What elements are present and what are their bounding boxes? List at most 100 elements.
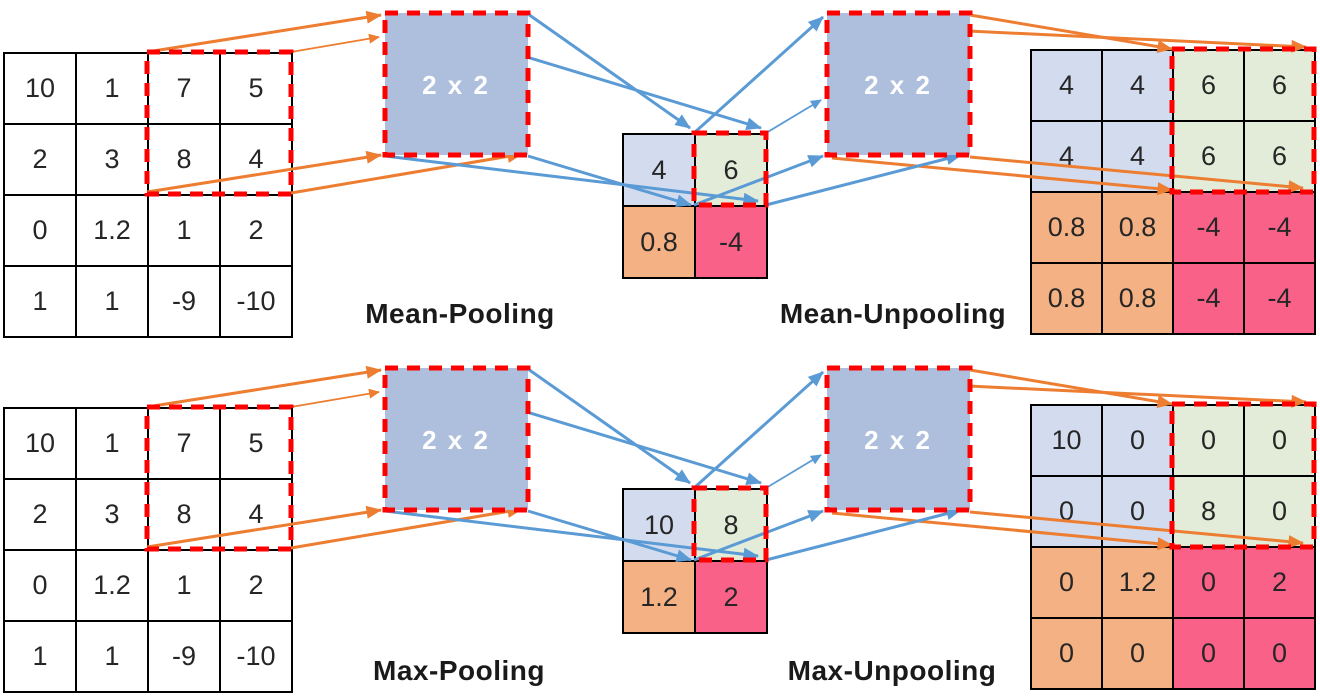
- matrix-cell: 8: [695, 489, 767, 561]
- matrix-cell: 0: [1102, 618, 1173, 689]
- matrix-cell: 6: [1244, 50, 1315, 121]
- matrix-cell: 0: [1173, 405, 1244, 476]
- matrix-cell: 8: [148, 479, 220, 550]
- matrix-cell: 1: [76, 408, 148, 479]
- pooling-arrow-orange-mean: [969, 13, 1173, 54]
- matrix-cell: 0: [1102, 476, 1173, 547]
- label-mean-unpooling: Mean-Unpooling: [779, 298, 1007, 329]
- matrix-cell: 1.2: [76, 195, 148, 266]
- matrix-cell: 8: [1173, 476, 1244, 547]
- matrix-cell: 1: [148, 195, 220, 266]
- pooling-arrow-orange-max: [967, 384, 1307, 408]
- matrix-cell: -4: [1244, 263, 1315, 334]
- matrix-cell: 6: [695, 134, 767, 206]
- matrix-cell: -4: [1173, 192, 1244, 263]
- matrix-cell: 1: [76, 266, 148, 337]
- matrix-cell: 0: [1173, 547, 1244, 618]
- pooling-arrow-blue-max: [765, 507, 962, 562]
- pooling-arrow-blue-max: [765, 454, 822, 489]
- matrix-cell: 0.8: [623, 206, 695, 278]
- matrix-cell: 1: [76, 53, 148, 124]
- matrix-cell: 1: [148, 550, 220, 621]
- pooling-arrow-blue-max: [527, 367, 691, 485]
- matrix-cell: -10: [220, 266, 292, 337]
- matrix-cell: 4: [623, 134, 695, 206]
- matrix-cell: -4: [1173, 263, 1244, 334]
- matrix-cell: 8: [148, 124, 220, 195]
- matrix-cell: 1.2: [623, 561, 695, 633]
- matrix-cell: 4: [220, 124, 292, 195]
- matrix-cell: 0.8: [1031, 192, 1102, 263]
- matrix-cell: 0.8: [1102, 263, 1173, 334]
- pooling-arrow-orange-mean: [290, 33, 380, 53]
- matrix-cell: 1: [4, 266, 76, 337]
- kernel-label-mean-unpool: 2 x 2: [864, 70, 932, 100]
- pooling-arrow-blue-max: [692, 370, 825, 490]
- matrix-cell: 0: [1173, 618, 1244, 689]
- kernel-label-max-pool: 2 x 2: [422, 425, 490, 455]
- pooling-arrow-blue-mean: [765, 152, 962, 207]
- matrix-cell: 6: [1173, 50, 1244, 121]
- matrix-cell: 7: [148, 408, 220, 479]
- kernel-box-unpool-max: [824, 365, 973, 513]
- kernel-box-unpool-mean: [824, 10, 973, 158]
- matrix-cell: 0: [4, 195, 76, 266]
- pooling-arrow-orange-max: [290, 388, 380, 408]
- matrix-cell: -9: [148, 621, 220, 692]
- matrix-cell: 0.8: [1031, 263, 1102, 334]
- pooling-arrow-blue-mean: [765, 99, 822, 134]
- pooling-arrow-blue-max: [384, 367, 762, 486]
- matrix-cell: 0: [1031, 547, 1102, 618]
- matrix-cell: 6: [1173, 121, 1244, 192]
- matrix-cell: 0: [1244, 476, 1315, 547]
- pooling-arrow-blue-mean: [692, 15, 825, 135]
- kernel-box-pool-mean: [382, 10, 531, 158]
- matrix-cell: 4: [1031, 50, 1102, 121]
- matrix-cell: 10: [1031, 405, 1102, 476]
- matrix-cell: 10: [4, 53, 76, 124]
- matrix-cell: 4: [1031, 121, 1102, 192]
- matrix-cell: 0: [1102, 405, 1173, 476]
- pooling-arrow-orange-mean: [290, 150, 523, 195]
- kernel-label-mean-pool: 2 x 2: [422, 70, 490, 100]
- matrix-cell: 10: [4, 408, 76, 479]
- matrix-cell: -4: [695, 206, 767, 278]
- matrix-cell: 1: [76, 621, 148, 692]
- pooling-arrow-orange-max: [146, 365, 382, 409]
- matrix-cell: 2: [220, 195, 292, 266]
- matrix-cell: 2: [695, 561, 767, 633]
- pooling-arrow-orange-mean: [967, 29, 1307, 53]
- matrix-cell: -9: [148, 266, 220, 337]
- pooling-arrow-orange-max: [969, 368, 1173, 409]
- matrix-cell: 0.8: [1102, 192, 1173, 263]
- matrix-cell: 0: [1031, 476, 1102, 547]
- matrix-cell: 5: [220, 408, 292, 479]
- matrix-cell: -4: [1244, 192, 1315, 263]
- matrix-cell: 10: [623, 489, 695, 561]
- matrix-cell: 2: [1244, 547, 1315, 618]
- pooling-arrow-orange-max: [290, 505, 523, 550]
- label-max-unpooling: Max-Unpooling: [787, 655, 997, 686]
- kernel-label-max-unpool: 2 x 2: [864, 425, 932, 455]
- matrix-cell: 6: [1244, 121, 1315, 192]
- label-mean-pooling: Mean-Pooling: [365, 298, 555, 329]
- matrix-cell: 2: [220, 550, 292, 621]
- matrix-cell: 0: [1244, 618, 1315, 689]
- matrix-cell: 0: [4, 550, 76, 621]
- matrix-cell: 4: [220, 479, 292, 550]
- label-max-pooling: Max-Pooling: [373, 655, 545, 686]
- matrix-cell: 3: [76, 124, 148, 195]
- matrix-cell: 2: [4, 479, 76, 550]
- matrix-cell: 4: [1102, 50, 1173, 121]
- pooling-arrow-orange-mean: [146, 10, 382, 54]
- kernel-box-pool-max: [382, 365, 531, 513]
- matrix-cell: 1.2: [1102, 547, 1173, 618]
- matrix-cell: 0: [1031, 618, 1102, 689]
